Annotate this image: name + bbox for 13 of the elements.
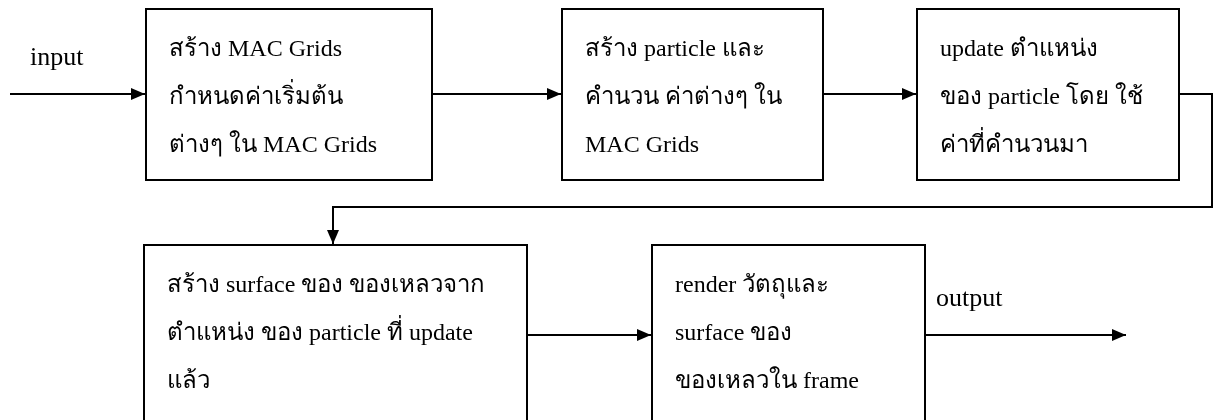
process-box: สร้าง surface ของ ของเหลวจาก ตำแหน่ง ของ particle ที่ update แล้ว [143, 244, 528, 420]
process-box: สร้าง particle และ คำนวน ค่าต่างๆ ใน MAC Grids [561, 8, 824, 181]
arrow [527, 329, 652, 341]
arrow [823, 88, 917, 100]
edge-label: input [30, 42, 84, 72]
arrow [9, 88, 146, 100]
process-box: update ตำแหน่ง ของ particle โดย ใช้ค่าที่คำนวนมา [916, 8, 1180, 181]
edge-label: output [936, 283, 1003, 313]
arrow [327, 93, 1213, 245]
process-box: render วัตถุและ surface ของ ของเหลวใน frame [651, 244, 926, 420]
process-box: สร้าง MAC Grids กำหนดค่าเริ่มต้นต่างๆ ใน MAC Grids [145, 8, 433, 181]
arrow [432, 88, 562, 100]
arrow [925, 329, 1127, 341]
